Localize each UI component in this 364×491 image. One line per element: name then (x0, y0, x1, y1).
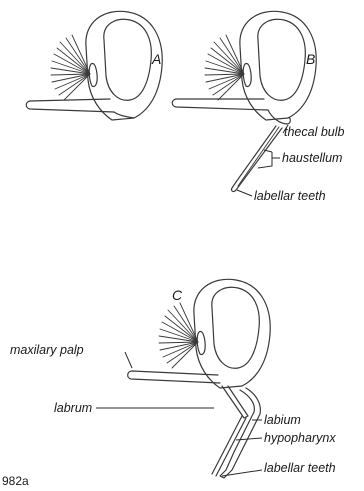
panel-c-labrum (222, 386, 248, 418)
panel-a-eye (104, 19, 152, 100)
panel-c-maxilary-palp-leader (125, 352, 132, 368)
panel-c-eye (212, 287, 260, 368)
panel-a-antenna-base (89, 63, 97, 86)
panel-b: thecal bulb haustellum labellar teeth B (172, 11, 344, 203)
panel-b-haustellum-inner (238, 127, 279, 186)
panel-b-thecal-bulb (268, 110, 290, 124)
panel-b-eye (258, 19, 306, 100)
panel-c-labellar-teeth-label: labellar teeth (264, 461, 336, 475)
panel-b-labellar-teeth-label: labellar teeth (254, 189, 326, 203)
panel-c-labium (220, 388, 260, 478)
panel-b-antenna-base (243, 63, 251, 86)
panel-b-label: B (306, 51, 315, 67)
panel-a-arista (51, 35, 90, 100)
panel-c-labrum-label: labrum (54, 401, 92, 415)
panel-a-label: A (151, 51, 161, 67)
panel-b-labellar-teeth-leader (237, 190, 252, 196)
panel-c-antenna-base (197, 331, 205, 354)
panel-b-arista (205, 35, 244, 100)
panel-c-arista (159, 303, 198, 368)
panel-b-thecal-bulb-label: thecal bulb (284, 125, 345, 139)
panel-c-labium-label: labium (264, 413, 301, 427)
panel-a: A (26, 11, 162, 120)
panel-c-hypopharynx (212, 416, 246, 476)
panel-c-hypopharynx-label: hypopharynx (264, 431, 336, 445)
panel-c: maxilary palp labrum labium hypopharynx … (10, 279, 336, 478)
panel-c-label: C (172, 287, 183, 303)
panel-a-mouthpart-lower (114, 112, 134, 118)
panel-b-haustellum-label: haustellum (282, 151, 342, 165)
panel-c-maxilary-palp-label: maxilary palp (10, 343, 84, 357)
figure-caption: 982a (2, 474, 29, 488)
panel-c-maxilary-palp (128, 371, 220, 383)
panel-c-labellar-teeth-leader (222, 470, 262, 476)
